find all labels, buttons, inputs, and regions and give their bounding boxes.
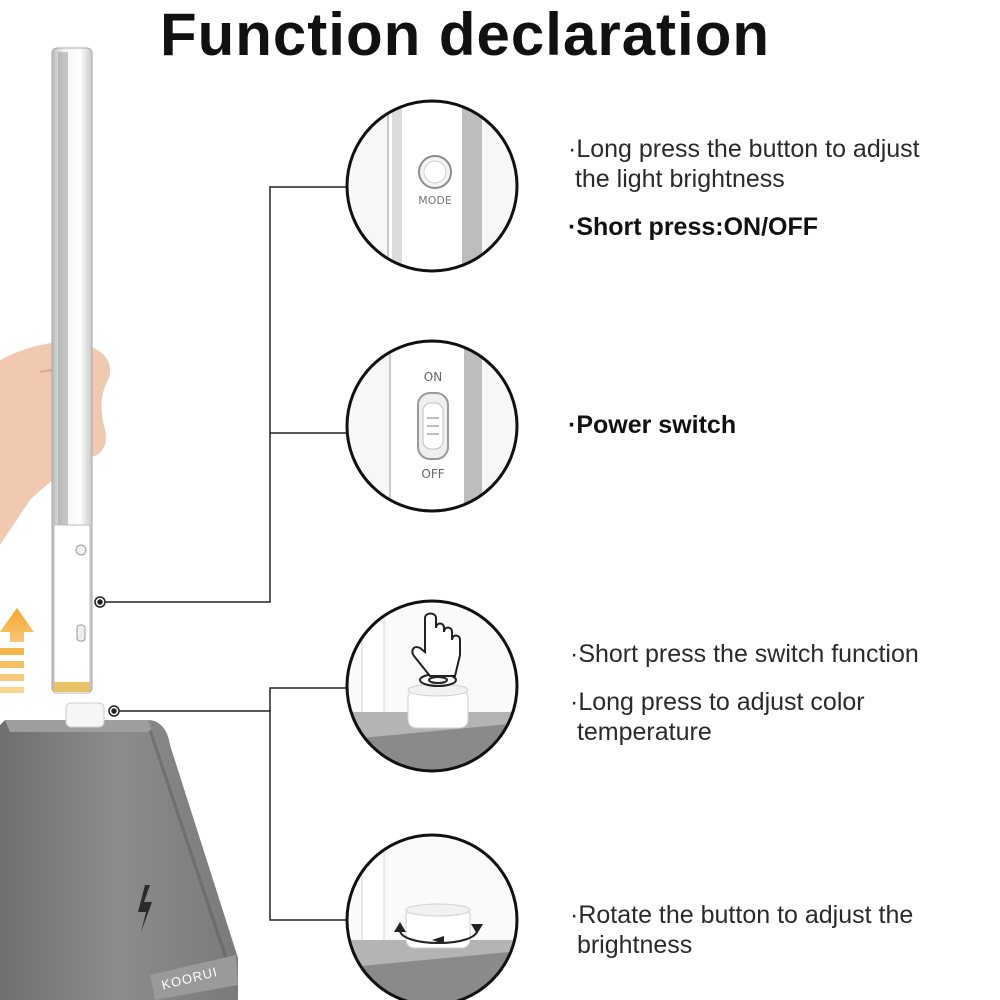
page-title: Function declaration: [159, 1, 771, 68]
charging-base: [0, 702, 238, 1000]
feature-3-line-2: temperature: [570, 718, 712, 746]
feature-4-text: ·Rotate the button to adjust the brightn…: [570, 900, 913, 960]
detail-circle-press-knob: [345, 599, 519, 773]
feature-3-short-press: ·Short press the switch function: [570, 640, 919, 668]
feature-2-power-switch: ·Power switch: [568, 411, 737, 439]
detail-circle-rotate-knob: [345, 833, 519, 1000]
detail-circle-power-switch: ON OFF: [345, 339, 519, 513]
off-label: OFF: [421, 467, 444, 481]
on-label: ON: [424, 370, 442, 384]
feature-4-line-1: ·Rotate the button to adjust the: [570, 901, 914, 929]
feature-1-short-press: ·Short press:ON/OFF: [568, 213, 819, 241]
detail-circle-mode-button: MODE: [345, 99, 519, 273]
mode-label: MODE: [418, 194, 452, 207]
rod-switch-icon: [76, 624, 86, 642]
feature-1-text: ·Long press the button to adjust the lig…: [568, 134, 920, 194]
rod-mode-button-icon: [75, 544, 87, 556]
rotate-arrow-icon: [398, 927, 479, 944]
charging-bolt-icon: [138, 885, 152, 932]
feature-4-line-2: brightness: [570, 931, 693, 959]
feature-3-long-press: ·Long press to adjust color temperature: [570, 687, 865, 747]
feature-3-line-1: ·Long press to adjust color: [570, 688, 865, 716]
feature-1-line-2: the light brightness: [568, 165, 785, 193]
pointing-hand-icon: [411, 612, 461, 677]
light-rod: [51, 47, 93, 694]
up-arrow-icon: [0, 608, 34, 693]
callout-lines: [94, 186, 347, 921]
feature-1-line-1: ·Long press the button to adjust: [568, 135, 920, 163]
